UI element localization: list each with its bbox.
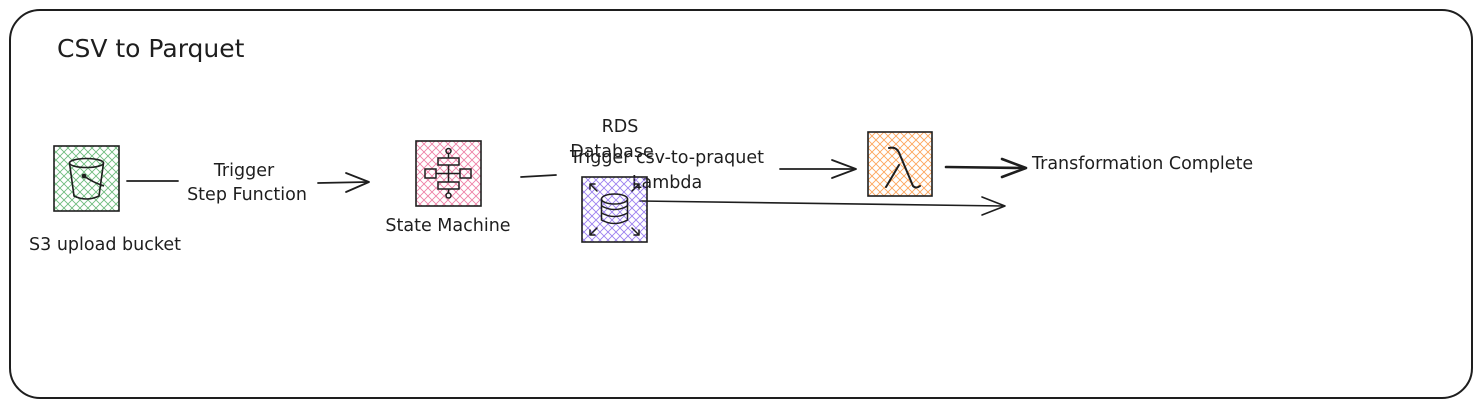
rds-database-node: [581, 176, 648, 243]
diagram-frame: [9, 9, 1473, 399]
edge-label-step-function: Step Function: [187, 185, 307, 205]
state-machine-icon: [424, 147, 472, 199]
s3-upload-bucket-label: S3 upload bucket: [29, 235, 181, 255]
lambda-icon: [885, 146, 921, 189]
diagram-title: CSV to Parquet: [57, 34, 245, 63]
edge-label-trigger: Trigger: [213, 161, 275, 181]
edge-label-lambda: Lambda: [632, 173, 702, 193]
edge-state-machine-to-lambda: [520, 159, 857, 179]
edge-s3-to-state-machine: [126, 172, 370, 193]
rds-label-line1: RDS: [602, 117, 639, 137]
rds-label-line2: Database: [570, 142, 654, 162]
edge-rds-to-output: [639, 196, 1006, 216]
edge-label-trigger-csv-to-parquet: Trigger csv-to-praquet: [569, 148, 764, 168]
bucket-icon: [68, 157, 105, 200]
state-machine-node: [415, 140, 482, 207]
database-icon: [589, 183, 640, 236]
s3-upload-bucket-node: [53, 145, 120, 212]
edge-lambda-to-complete: [944, 157, 1028, 179]
lambda-node: [867, 131, 933, 197]
transformation-complete-label: Transformation Complete: [1031, 154, 1253, 174]
state-machine-label: State Machine: [385, 216, 510, 236]
